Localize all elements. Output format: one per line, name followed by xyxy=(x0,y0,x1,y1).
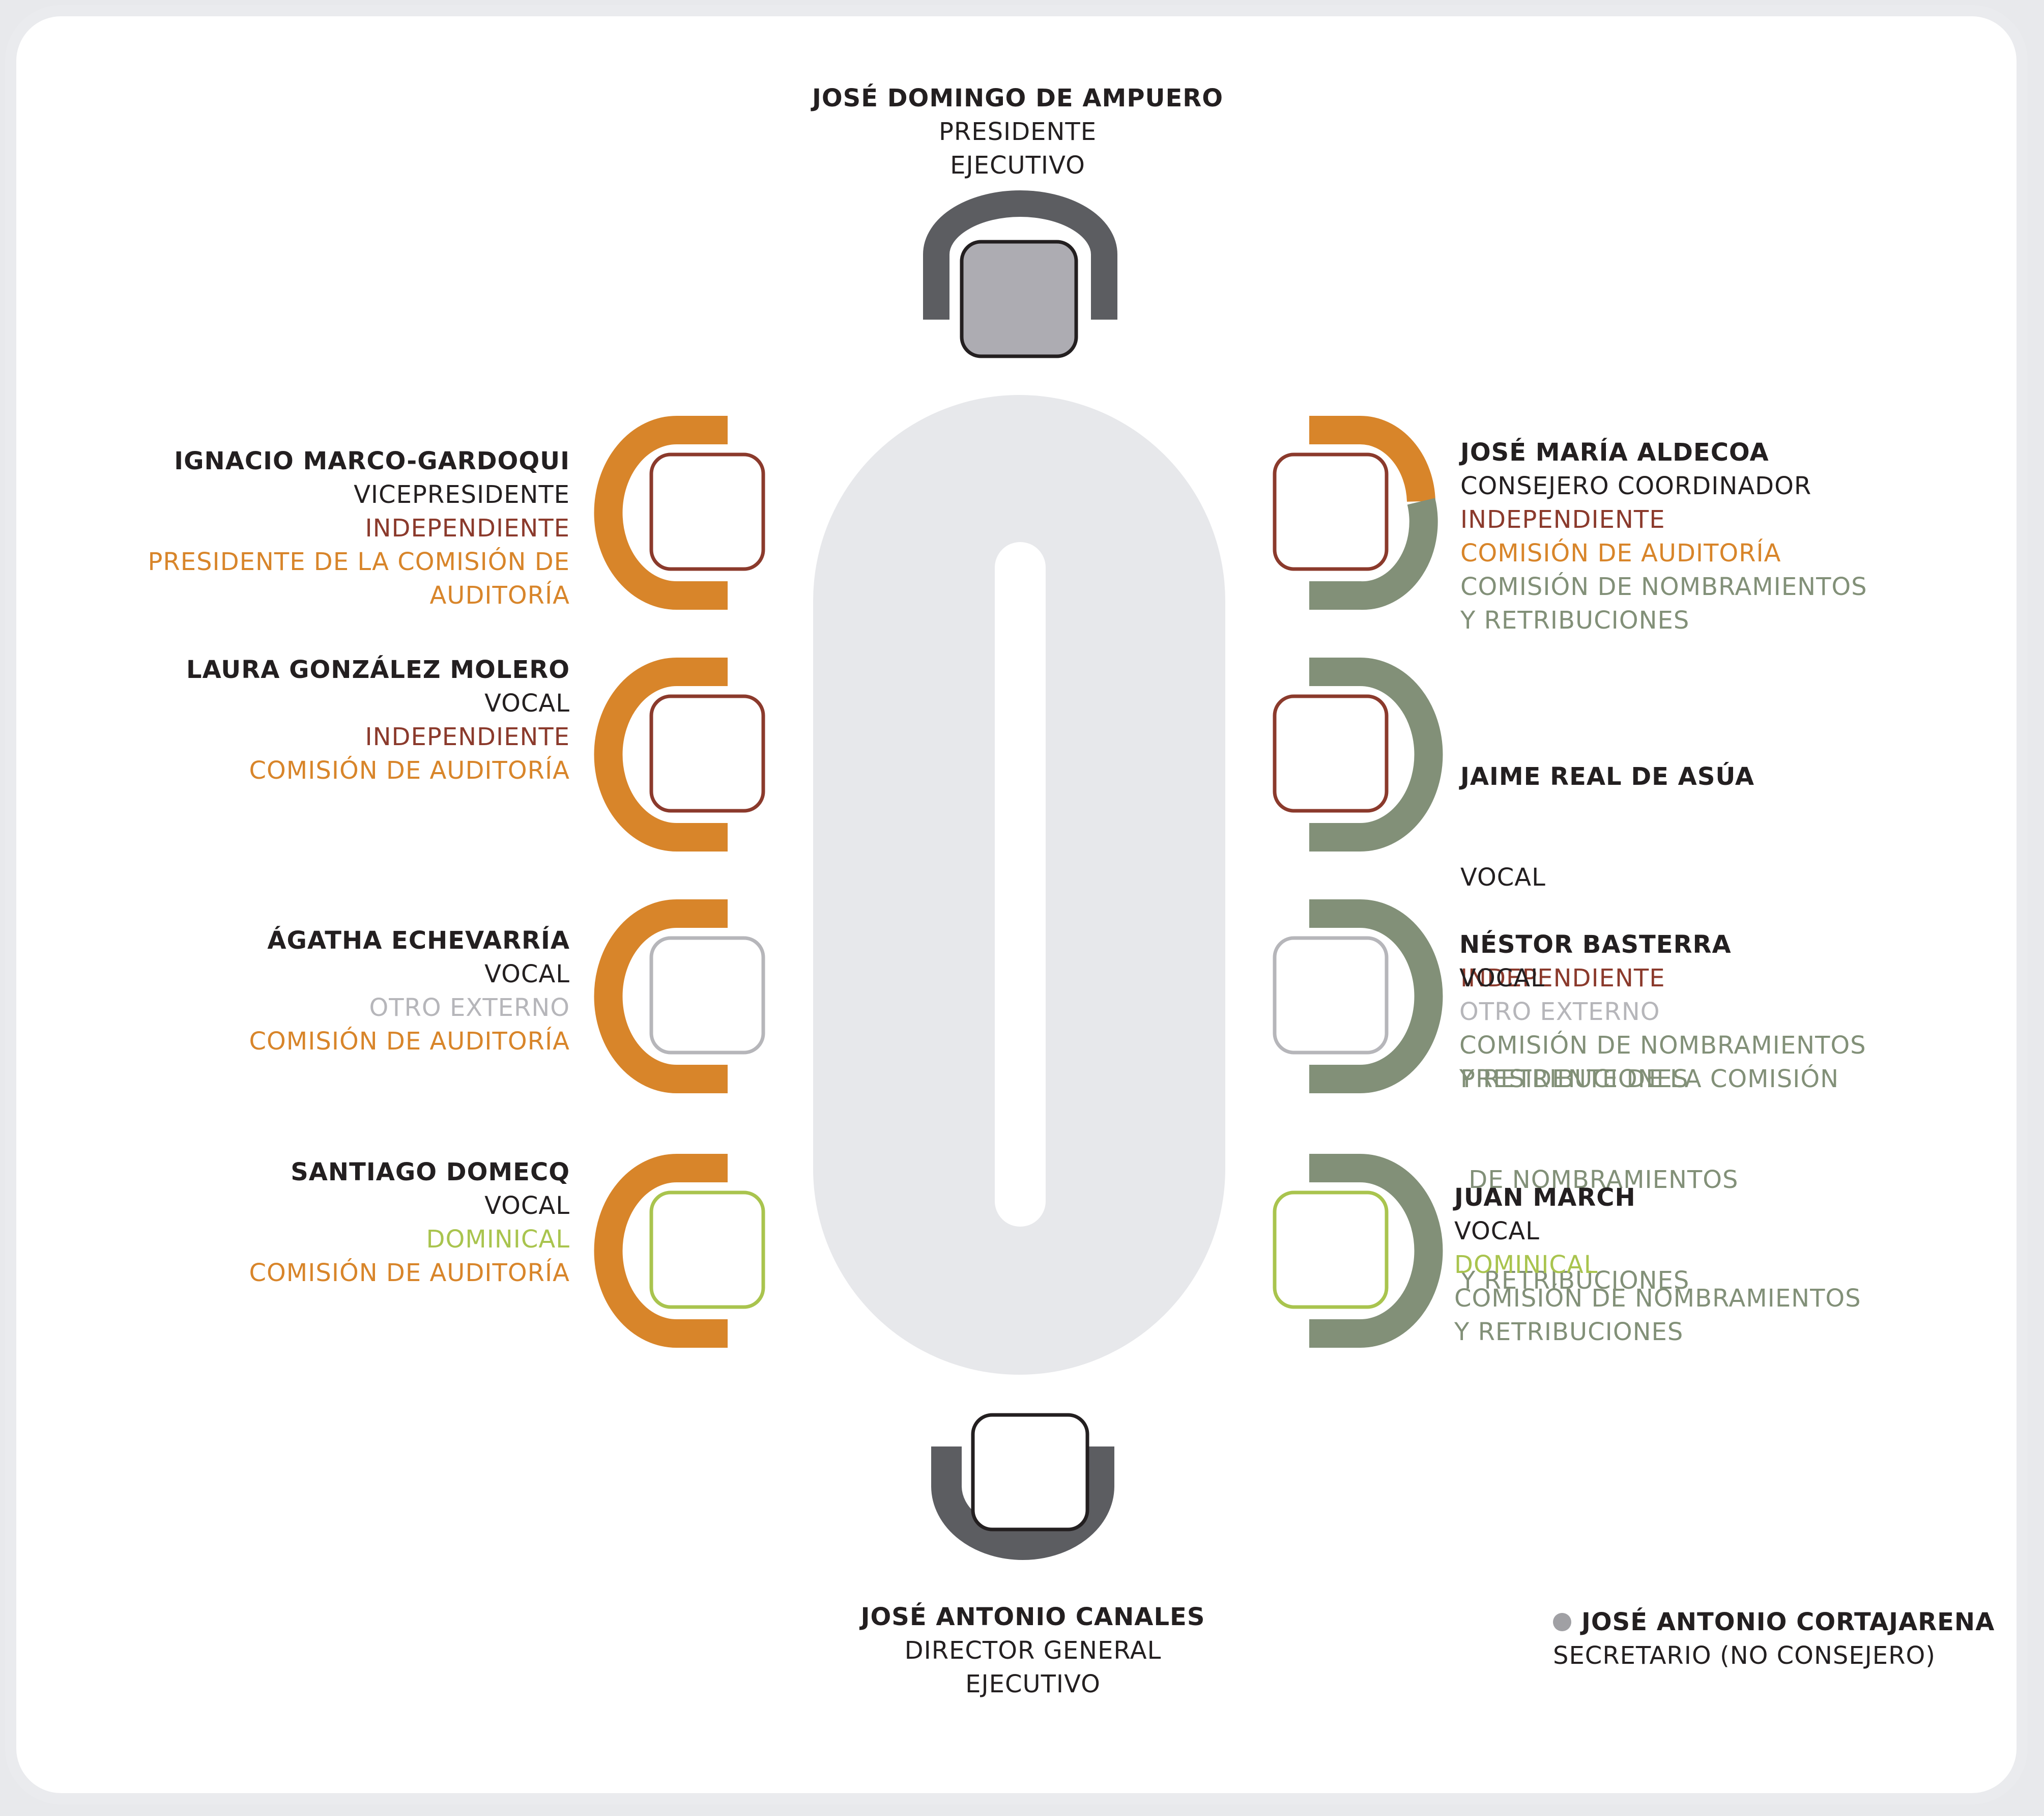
right-member-1: JOSÉ MARÍA ALDECOA CONSEJERO COORDINADOR… xyxy=(1460,436,1867,637)
secretary-name: JOSÉ ANTONIO CORTAJARENA xyxy=(1581,1608,1995,1636)
member-role: VICEPRESIDENTE xyxy=(354,480,570,509)
president-category: EJECUTIVO xyxy=(950,151,1085,180)
secretary-label: JOSÉ ANTONIO CORTAJARENA SECRETARIO (NO … xyxy=(1553,1605,1995,1672)
member-role: VOCAL xyxy=(484,960,570,988)
ceo-role: DIRECTOR GENERAL xyxy=(904,1636,1162,1665)
left-member-2: LAURA GONZÁLEZ MOLERO VOCAL INDEPENDIENT… xyxy=(186,653,570,787)
president-seat-back xyxy=(923,190,1117,320)
member-committee: AUDITORÍA xyxy=(429,581,570,610)
member-role: VOCAL xyxy=(484,689,570,718)
left-member-1: IGNACIO MARCO-GARDOQUI VICEPRESIDENTE IN… xyxy=(148,444,570,612)
left-member-3: ÁGATHA ECHEVARRÍA VOCAL OTRO EXTERNO COM… xyxy=(249,924,570,1058)
president-seat xyxy=(960,240,1078,358)
left-member-4: SANTIAGO DOMECQ VOCAL DOMINICAL COMISIÓN… xyxy=(249,1155,570,1290)
member-category: OTRO EXTERNO xyxy=(1459,998,1660,1026)
member-category: DOMINICAL xyxy=(426,1225,570,1254)
member-name: IGNACIO MARCO-GARDOQUI xyxy=(174,447,570,475)
member-committee: COMISIÓN DE AUDITORÍA xyxy=(249,756,570,785)
member-committee: COMISIÓN DE NOMBRAMIENTOS xyxy=(1460,573,1867,601)
member-committee: PRESIDENTE DE LA COMISIÓN DE xyxy=(148,548,570,576)
right-member-2: JAIME REAL DE ASÚA VOCAL INDEPENDIENTE P… xyxy=(1460,693,1839,1331)
right-member-4: JUAN MARCH VOCAL DOMINICAL COMISIÓN DE N… xyxy=(1454,1181,1861,1349)
member-role: VOCAL xyxy=(484,1191,570,1220)
member-category: DOMINICAL xyxy=(1454,1251,1598,1279)
member-name: LAURA GONZÁLEZ MOLERO xyxy=(186,656,570,684)
member-role: VOCAL xyxy=(1454,1217,1540,1245)
member-committee-audit: COMISIÓN DE AUDITORÍA xyxy=(1460,539,1781,568)
member-committee: Y RETRIBUCIONES xyxy=(1460,1266,1690,1295)
left-seat-2 xyxy=(594,658,765,852)
president-label: JOSÉ DOMINGO DE AMPUERO PRESIDENTE EJECU… xyxy=(753,81,1282,182)
member-committee: COMISIÓN DE AUDITORÍA xyxy=(249,1259,570,1287)
table-slot xyxy=(995,542,1046,1227)
member-name: JUAN MARCH xyxy=(1454,1183,1636,1212)
member-category: INDEPENDIENTE xyxy=(1460,505,1665,534)
ceo-name: JOSÉ ANTONIO CANALES xyxy=(860,1603,1205,1631)
member-role: CONSEJERO COORDINADOR xyxy=(1460,472,1812,500)
ceo-seat xyxy=(971,1413,1089,1531)
left-seat-1 xyxy=(594,416,765,610)
member-name: JOSÉ MARÍA ALDECOA xyxy=(1460,438,1769,467)
right-seat-4 xyxy=(1273,1154,1443,1348)
member-category: INDEPENDIENTE xyxy=(365,723,570,751)
right-member-3: NÉSTOR BASTERRA VOCAL OTRO EXTERNO COMIS… xyxy=(1459,928,1866,1096)
member-committee: Y RETRIBUCIONES xyxy=(1460,606,1690,635)
right-seat-1 xyxy=(1273,416,1438,610)
right-seat-3 xyxy=(1273,899,1443,1093)
member-name: SANTIAGO DOMECQ xyxy=(291,1158,570,1186)
president-name: JOSÉ DOMINGO DE AMPUERO xyxy=(812,84,1224,112)
member-role: VOCAL xyxy=(1460,863,1546,892)
left-seat-3 xyxy=(594,899,765,1093)
secretary-dot-icon xyxy=(1553,1613,1571,1631)
ceo-label: JOSÉ ANTONIO CANALES DIRECTOR GENERAL EJ… xyxy=(768,1600,1298,1701)
member-committee: DE NOMBRAMIENTOS xyxy=(1460,1166,1739,1194)
member-committee: COMISIÓN DE NOMBRAMIENTOS xyxy=(1454,1284,1861,1313)
secretary-role: SECRETARIO (NO CONSEJERO) xyxy=(1553,1641,1936,1670)
member-category: INDEPENDIENTE xyxy=(1460,964,1665,992)
member-category: INDEPENDIENTE xyxy=(365,514,570,543)
member-name: JAIME REAL DE ASÚA xyxy=(1460,762,1755,791)
member-name: NÉSTOR BASTERRA xyxy=(1459,930,1732,959)
left-seat-4 xyxy=(594,1154,765,1348)
member-committee: PRESIDENTE DE LA COMISIÓN xyxy=(1460,1065,1839,1093)
member-name: ÁGATHA ECHEVARRÍA xyxy=(267,926,570,955)
member-role: VOCAL xyxy=(1459,964,1545,992)
member-committee: COMISIÓN DE AUDITORÍA xyxy=(249,1027,570,1056)
member-committee: COMISIÓN DE NOMBRAMIENTOS xyxy=(1459,1031,1866,1060)
member-committee: Y RETRIBUCIONES xyxy=(1459,1065,1689,1093)
member-category: OTRO EXTERNO xyxy=(369,994,570,1022)
ceo-category: EJECUTIVO xyxy=(965,1670,1101,1698)
ceo-seat-back xyxy=(931,1446,1114,1560)
member-committee: Y RETRIBUCIONES xyxy=(1454,1318,1684,1346)
president-role: PRESIDENTE xyxy=(938,118,1097,146)
right-seat-2 xyxy=(1273,658,1443,852)
